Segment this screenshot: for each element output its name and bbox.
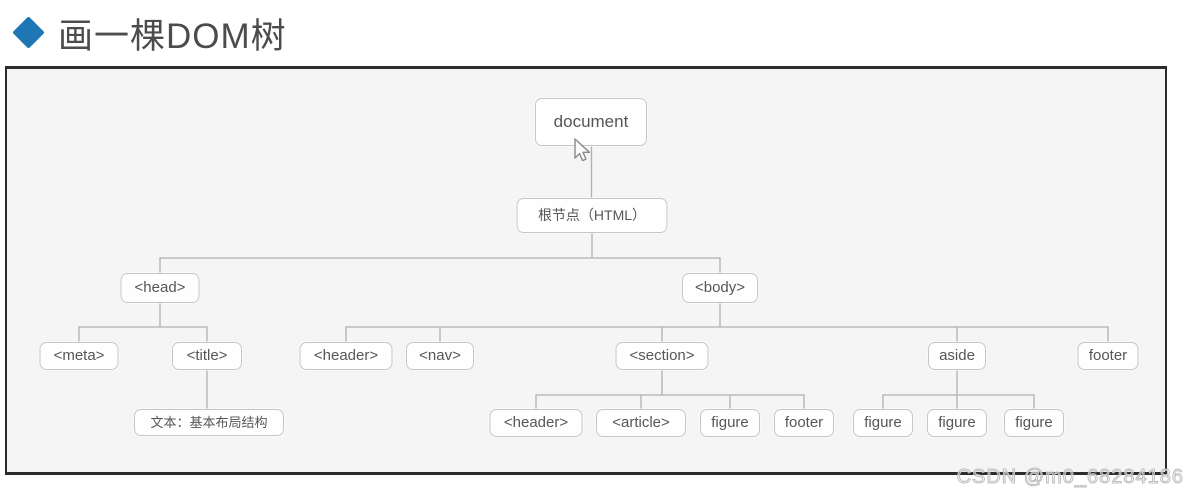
mouse-cursor-icon: [574, 138, 591, 162]
diamond-bullet-icon: [12, 16, 45, 49]
node-aside-figure-1: figure: [853, 409, 913, 437]
node-section-header: <header>: [489, 409, 583, 437]
node-meta: <meta>: [39, 342, 119, 370]
node-body: <body>: [682, 273, 758, 303]
node-body-footer: footer: [1077, 342, 1139, 370]
node-document: document: [535, 98, 647, 146]
node-aside: aside: [928, 342, 986, 370]
node-title: <title>: [172, 342, 242, 370]
title-bar: 画一棵DOM树: [0, 0, 1186, 62]
watermark: CSDN @m0_68284186: [956, 466, 1184, 489]
node-head: <head>: [120, 273, 200, 303]
node-body-header: <header>: [299, 342, 393, 370]
node-section: <section>: [615, 342, 709, 370]
node-title-text: 文本：基本布局结构: [134, 409, 284, 436]
node-aside-figure-3: figure: [1004, 409, 1064, 437]
node-aside-figure-2: figure: [927, 409, 987, 437]
page-title: 画一棵DOM树: [58, 17, 287, 56]
node-section-footer: footer: [774, 409, 834, 437]
node-root-html: 根节点（HTML）: [516, 198, 668, 233]
node-section-figure: figure: [700, 409, 760, 437]
node-nav: <nav>: [406, 342, 474, 370]
node-article: <article>: [596, 409, 686, 437]
